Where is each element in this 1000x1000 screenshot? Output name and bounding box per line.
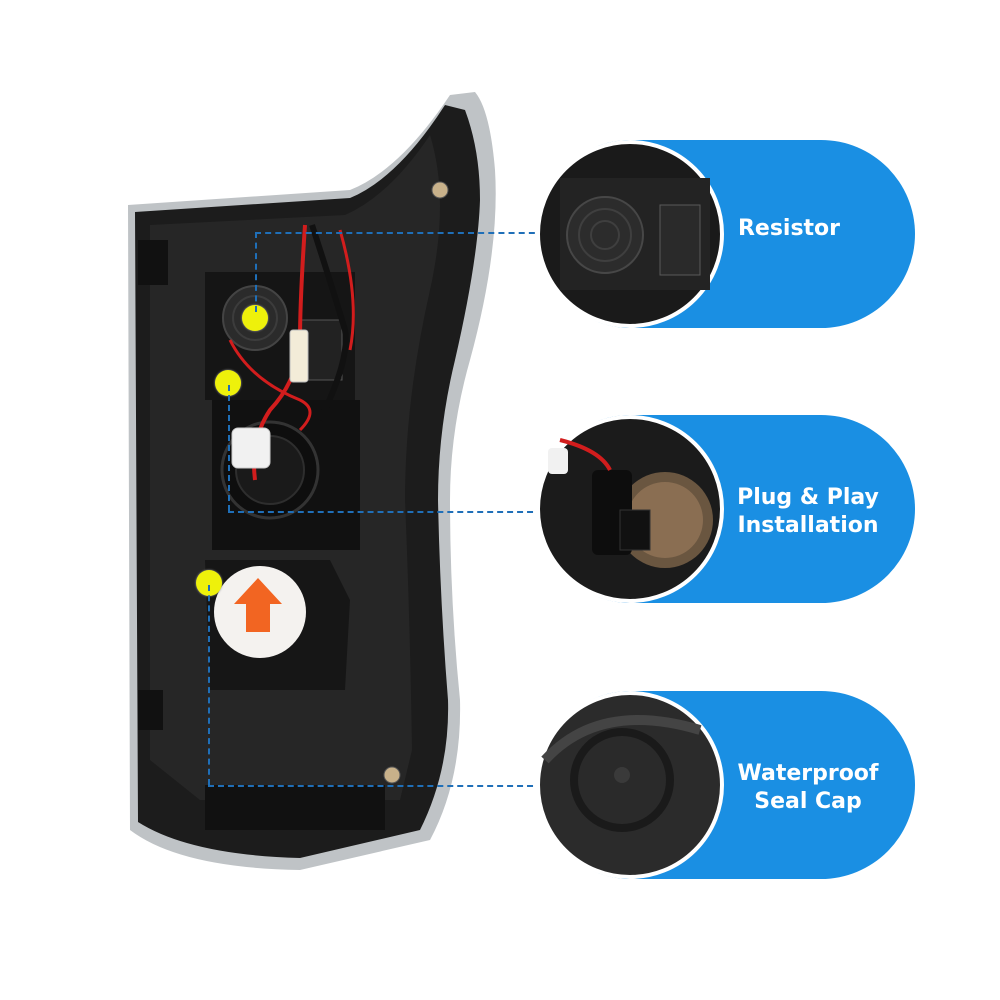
- resistor-label: Resistor: [737, 216, 841, 241]
- resistor-leader-vertical: [255, 232, 257, 312]
- seal-cap-label: Waterproof Seal Cap: [737, 761, 879, 814]
- plug-leader: [228, 511, 543, 513]
- plug-leader-vertical: [228, 385, 230, 511]
- seal-cap-leader-vertical: [208, 585, 210, 785]
- seal-cap-leader: [208, 785, 543, 787]
- resistor-leader: [255, 232, 545, 234]
- plug-and-play-label: Plug & Play Installation: [737, 485, 879, 538]
